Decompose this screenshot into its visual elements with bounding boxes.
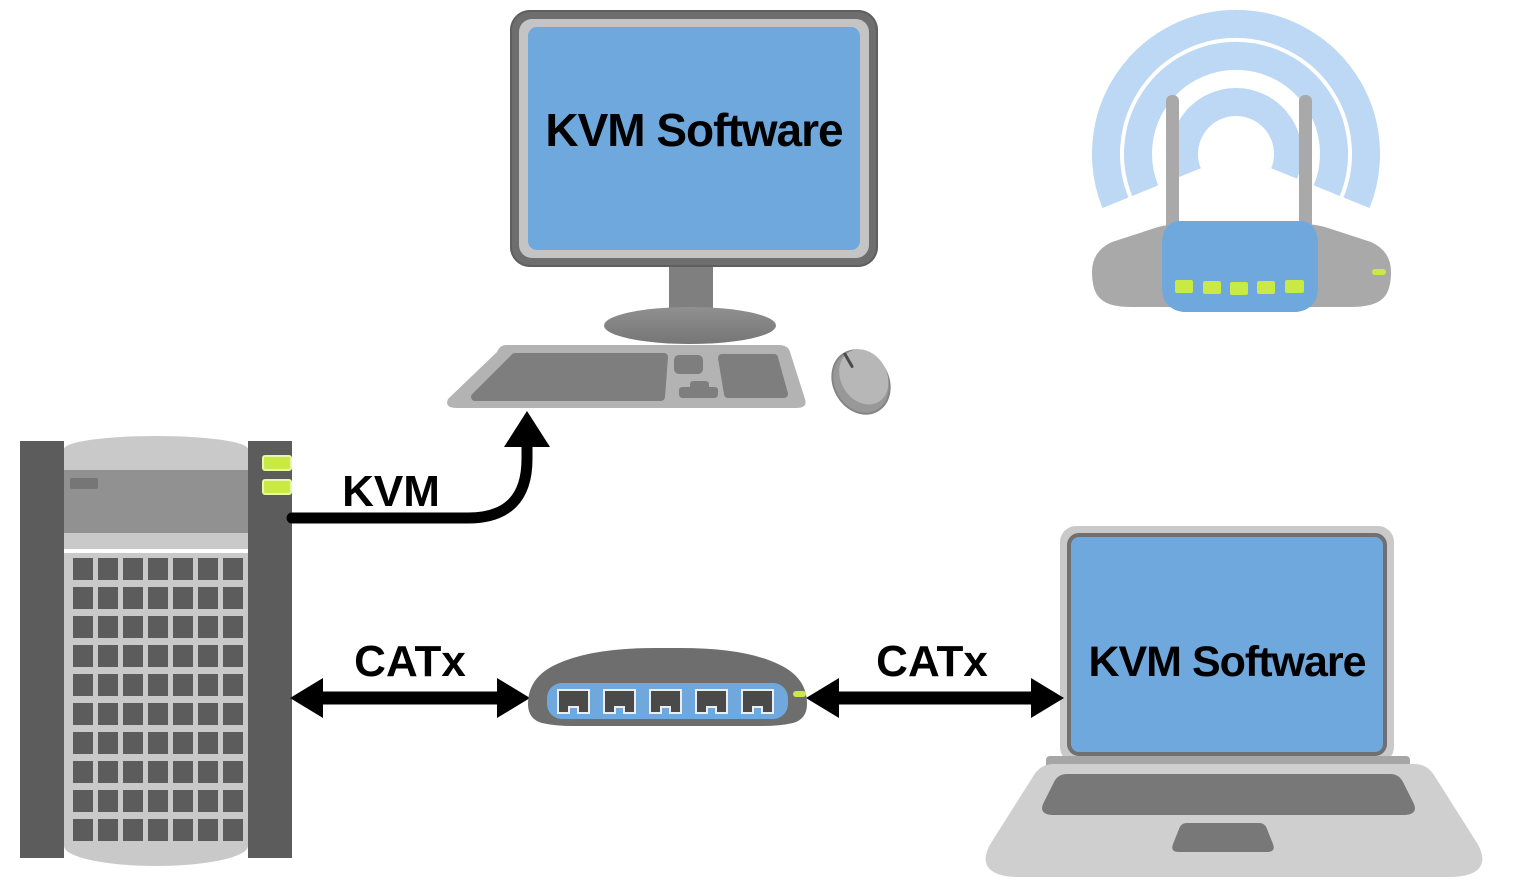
kvm-arrow-line — [286, 438, 533, 524]
keyboard — [447, 345, 806, 408]
monitor-inner-rim: KVM Software — [519, 19, 869, 258]
server-badge — [70, 478, 98, 489]
server-led-2 — [262, 479, 292, 495]
router-side-led — [1372, 269, 1386, 275]
router-antenna-left — [1166, 95, 1179, 235]
wifi-arc-middle — [1124, 41, 1348, 196]
mouse-top-shell — [839, 349, 889, 405]
monitor-stand-base — [604, 307, 776, 344]
monitor-screen-label: KVM Software — [545, 104, 843, 156]
server-vent-grid — [73, 558, 243, 841]
wifi-arc-inner — [1170, 88, 1302, 179]
catx-left-head-east — [497, 678, 530, 718]
keyboard-function-key — [674, 355, 703, 374]
catx-left-head-west — [290, 678, 323, 718]
server-face-panel — [64, 470, 248, 533]
switch-port-4 — [695, 689, 728, 714]
server-led-1 — [262, 455, 292, 471]
kvm-link-label: KVM — [342, 467, 440, 516]
laptop-touchpad — [1172, 823, 1274, 852]
mouse — [831, 349, 891, 415]
laptop-keyboard — [1042, 774, 1415, 815]
router-led-3 — [1230, 282, 1248, 295]
laptop-screen-label: KVM Software — [1088, 638, 1366, 686]
catx-arrow-right — [806, 678, 1064, 718]
mouse-button-seam — [843, 352, 854, 368]
catx-right-head-east — [1031, 678, 1064, 718]
wifi-signal-icon — [1092, 9, 1380, 208]
catx-left-label: CATx — [354, 637, 466, 686]
wifi-router — [1092, 95, 1391, 312]
server-body — [64, 436, 248, 866]
network-switch — [528, 648, 807, 726]
kvm-arrow — [286, 411, 550, 524]
router-front-panel — [1162, 221, 1318, 312]
switch-port-2 — [603, 689, 636, 714]
server-divider-line — [64, 549, 248, 553]
router-led-1 — [1175, 280, 1193, 293]
catx-arrow-left — [290, 678, 530, 718]
router-led-2 — [1203, 281, 1221, 294]
catx-right-head-west — [806, 678, 839, 718]
kvm-arrowhead — [504, 411, 550, 447]
monitor: KVM Software — [510, 10, 878, 267]
wifi-arc-outer — [1092, 9, 1380, 208]
router-led-4 — [1257, 281, 1275, 294]
keyboard-main-keys — [471, 353, 668, 401]
server-rail-left — [20, 441, 64, 858]
switch-status-led — [793, 691, 806, 697]
server-rail-right — [248, 441, 292, 858]
router-led-5 — [1285, 280, 1304, 293]
router-antenna-right — [1299, 95, 1312, 235]
switch-port-5 — [741, 689, 774, 714]
monitor-screen: KVM Software — [528, 27, 860, 250]
catx-right-label: CATx — [876, 637, 988, 686]
laptop-lid: KVM Software — [1060, 526, 1394, 763]
keyboard-numpad — [718, 354, 788, 398]
monitor-stand-neck — [669, 265, 713, 315]
laptop-screen: KVM Software — [1067, 533, 1387, 756]
keyboard-arrow-cluster — [679, 381, 718, 398]
laptop-base-group — [985, 756, 1483, 877]
switch-port-3 — [649, 689, 682, 714]
switch-port-1 — [557, 689, 590, 714]
